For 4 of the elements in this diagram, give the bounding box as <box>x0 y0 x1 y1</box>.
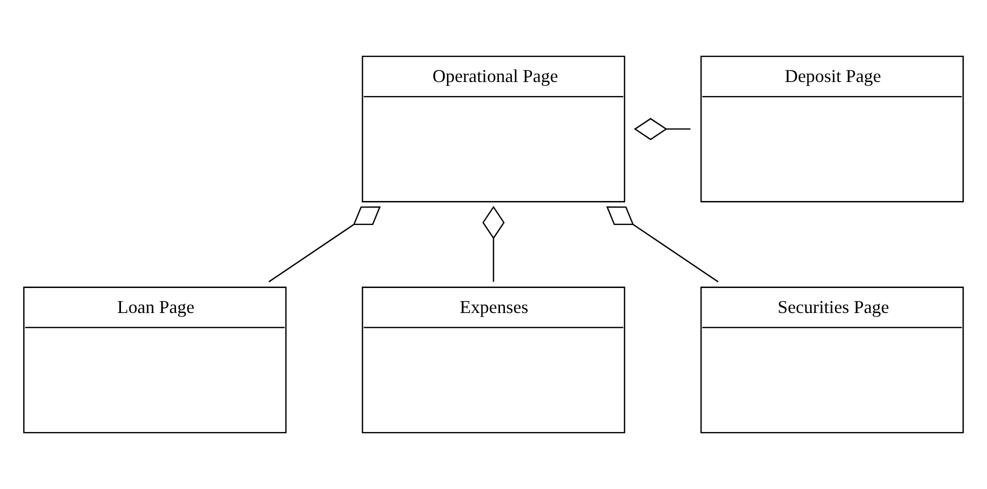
connector <box>606 206 718 282</box>
connector <box>634 118 690 140</box>
connector <box>268 206 381 282</box>
connector <box>482 206 505 282</box>
